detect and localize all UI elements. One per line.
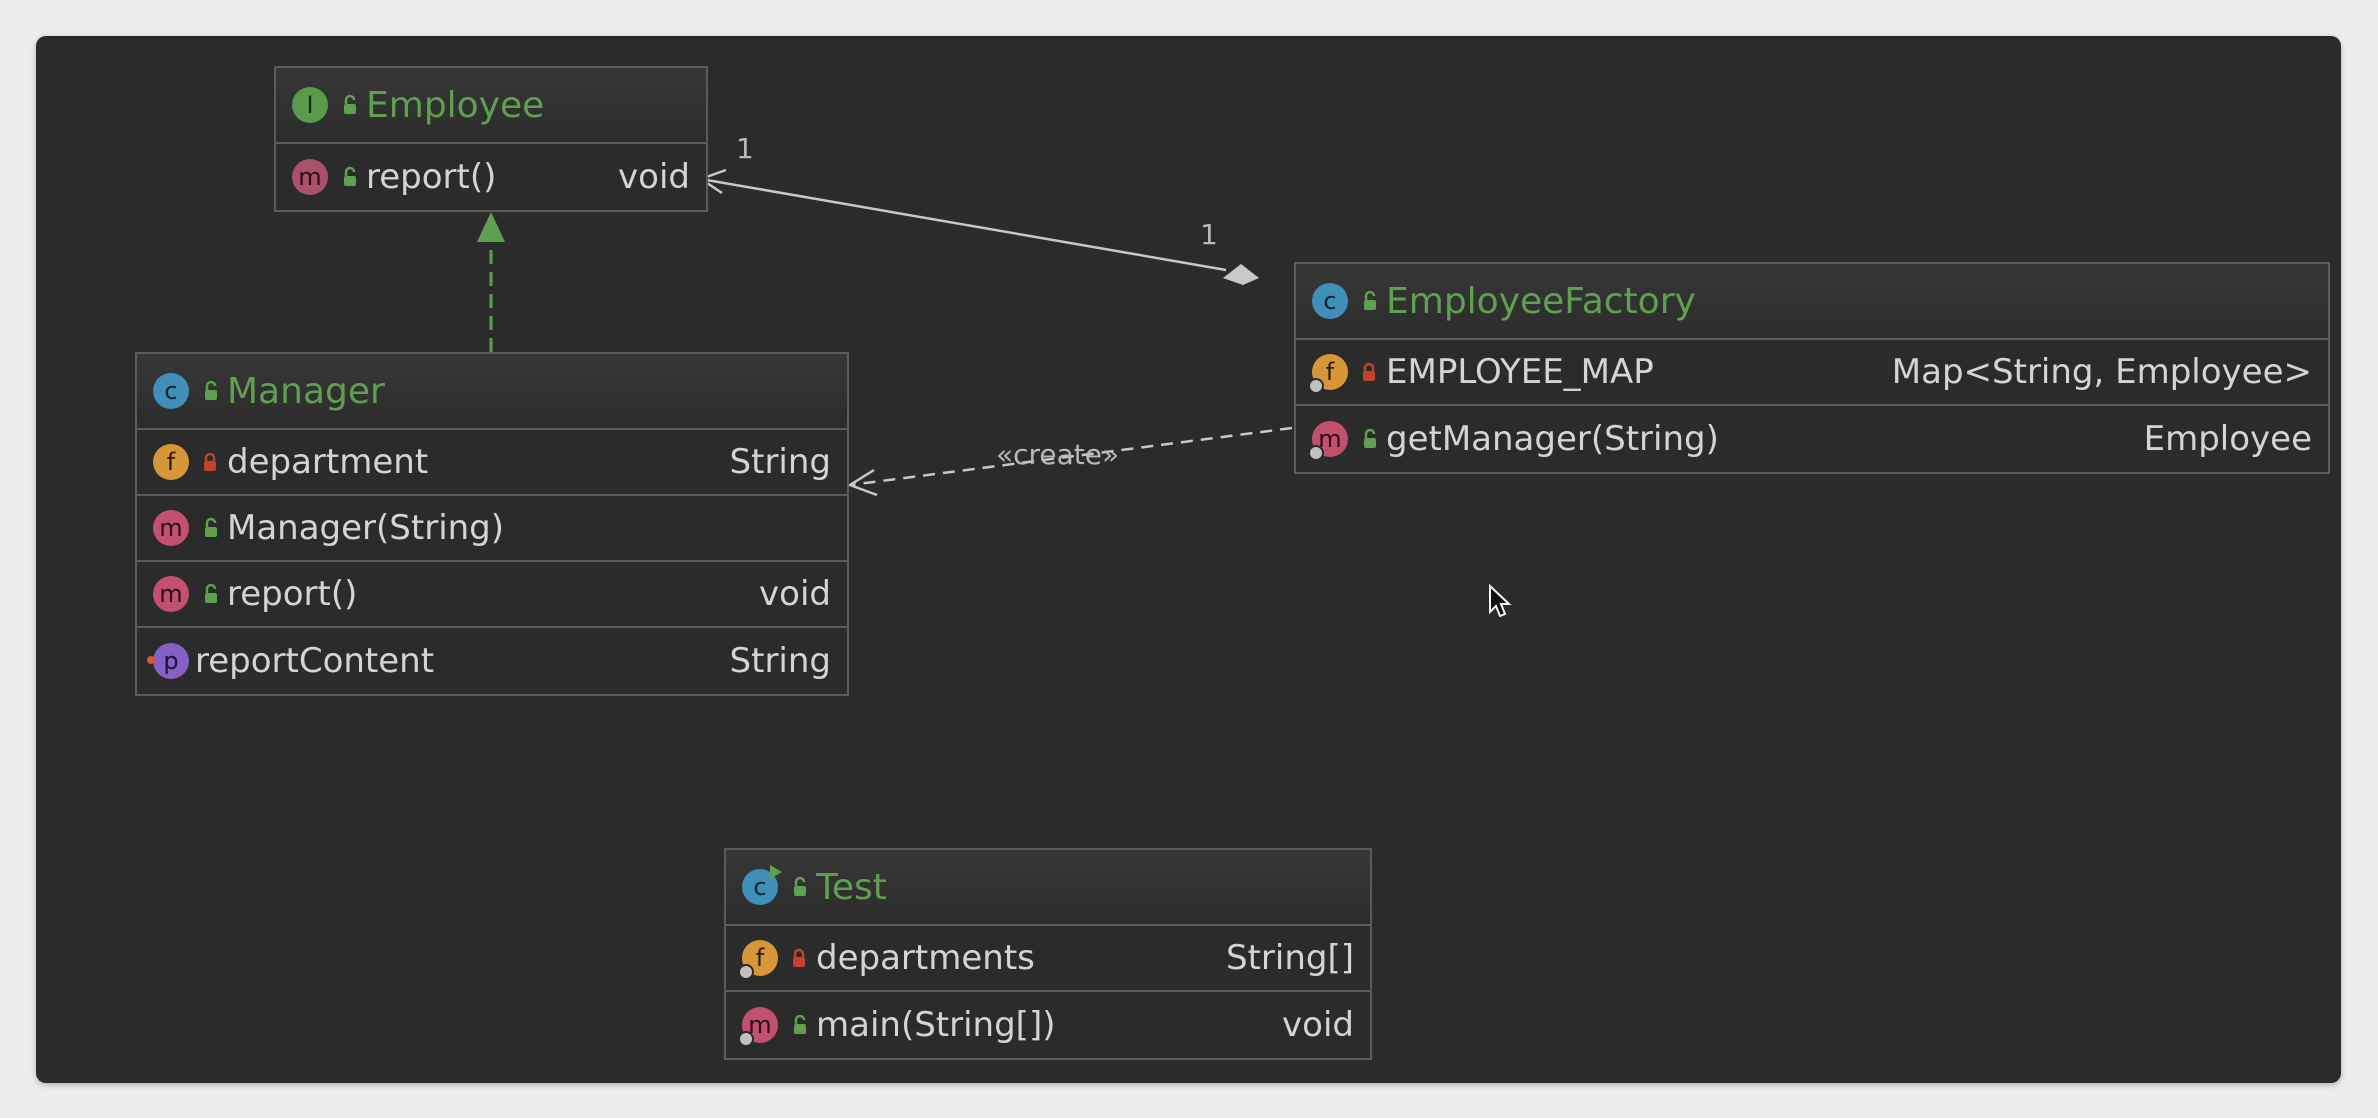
- property-dot-icon: [147, 656, 155, 664]
- public-lock-icon: [794, 1014, 806, 1034]
- aggregation-diamond: [1223, 264, 1259, 285]
- member-name: Manager(String): [227, 508, 505, 548]
- public-lock-icon: [205, 583, 217, 603]
- runnable-class-icon: c: [742, 865, 782, 905]
- interface-icon: I: [292, 87, 328, 123]
- dependency-stereotype-label: «create»: [996, 438, 1120, 471]
- mouse-pointer-icon: [1489, 584, 1512, 618]
- relation-lines: [477, 168, 1293, 497]
- class-name: EmployeeFactory: [1386, 280, 1696, 322]
- member-name: departments: [816, 938, 1035, 978]
- static-pin-icon: [738, 1031, 754, 1047]
- member-name: EMPLOYEE_MAP: [1386, 352, 1654, 392]
- member-row[interactable]: f departments String[]: [726, 926, 1370, 992]
- class-box-test[interactable]: c Test f departments String[] m main(Str…: [724, 848, 1372, 1060]
- static-pin-icon: [738, 964, 754, 980]
- member-type: String: [729, 641, 831, 681]
- public-lock-icon: [344, 166, 356, 186]
- member-row[interactable]: m main(String[]) void: [726, 992, 1370, 1058]
- class-header[interactable]: c Manager: [137, 354, 847, 430]
- member-name: department: [227, 442, 429, 482]
- static-field-icon: f: [738, 940, 778, 980]
- class-name: Manager: [227, 370, 385, 412]
- member-name: report(): [227, 574, 358, 614]
- class-box-manager[interactable]: c Manager f department String m Manager(…: [135, 352, 849, 696]
- public-lock-icon: [344, 94, 356, 114]
- class-header[interactable]: I Employee: [276, 68, 706, 144]
- member-type: void: [759, 574, 831, 614]
- static-pin-icon: [1308, 378, 1324, 394]
- static-field-icon: f: [1308, 354, 1348, 394]
- public-lock-icon: [205, 380, 217, 400]
- public-lock-icon: [1364, 428, 1376, 448]
- class-header[interactable]: c Test: [726, 850, 1370, 926]
- field-icon: f: [153, 444, 189, 480]
- public-lock-icon: [205, 517, 217, 537]
- abstract-method-icon: m: [292, 159, 328, 195]
- member-row[interactable]: m getManager(String) Employee: [1296, 406, 2328, 472]
- member-name: reportContent: [195, 641, 435, 681]
- member-type: String[]: [1226, 938, 1354, 978]
- member-type: void: [618, 157, 690, 197]
- property-icon: p: [147, 643, 189, 679]
- member-row[interactable]: m Manager(String): [137, 496, 847, 562]
- private-lock-icon: [1363, 362, 1375, 381]
- member-name: report(): [366, 157, 497, 197]
- private-lock-icon: [204, 452, 216, 471]
- public-lock-icon: [1364, 290, 1376, 310]
- aggregation-target-multiplicity: 1: [736, 132, 754, 165]
- member-type: Map<String, Employee>: [1891, 352, 2312, 392]
- public-lock-icon: [794, 876, 806, 896]
- member-row[interactable]: f department String: [137, 430, 847, 496]
- private-lock-icon: [793, 948, 805, 967]
- member-row[interactable]: f EMPLOYEE_MAP Map<String, Employee>: [1296, 340, 2328, 406]
- realization-arrowhead: [477, 212, 505, 242]
- member-type: Employee: [2143, 419, 2312, 459]
- diagram-canvas: 1 1 «create» I Employee m report() void …: [36, 36, 2341, 1083]
- member-row[interactable]: m report() void: [276, 144, 706, 210]
- class-icon: c: [1312, 283, 1348, 319]
- method-icon: m: [153, 576, 189, 612]
- dependency-arrowhead: [847, 468, 878, 497]
- dependency-line: [849, 426, 1293, 487]
- run-arrow-icon: [770, 865, 782, 879]
- static-method-icon: m: [738, 1007, 778, 1047]
- member-name: getManager(String): [1386, 419, 1719, 459]
- member-name: main(String[]): [816, 1005, 1056, 1045]
- static-method-icon: m: [1308, 421, 1348, 461]
- class-box-employee[interactable]: I Employee m report() void: [274, 66, 708, 212]
- aggregation-line: [700, 177, 1227, 272]
- class-header[interactable]: c EmployeeFactory: [1296, 264, 2328, 340]
- member-type: void: [1282, 1005, 1354, 1045]
- member-row[interactable]: m report() void: [137, 562, 847, 628]
- class-name: Test: [816, 866, 887, 908]
- class-icon: c: [153, 373, 189, 409]
- static-pin-icon: [1308, 445, 1324, 461]
- member-row[interactable]: p reportContent String: [137, 628, 847, 694]
- aggregation-source-multiplicity: 1: [1200, 218, 1218, 251]
- class-name: Employee: [366, 84, 545, 126]
- method-icon: m: [153, 510, 189, 546]
- member-type: String: [729, 442, 831, 482]
- class-box-employee-factory[interactable]: c EmployeeFactory f EMPLOYEE_MAP Map<Str…: [1294, 262, 2330, 474]
